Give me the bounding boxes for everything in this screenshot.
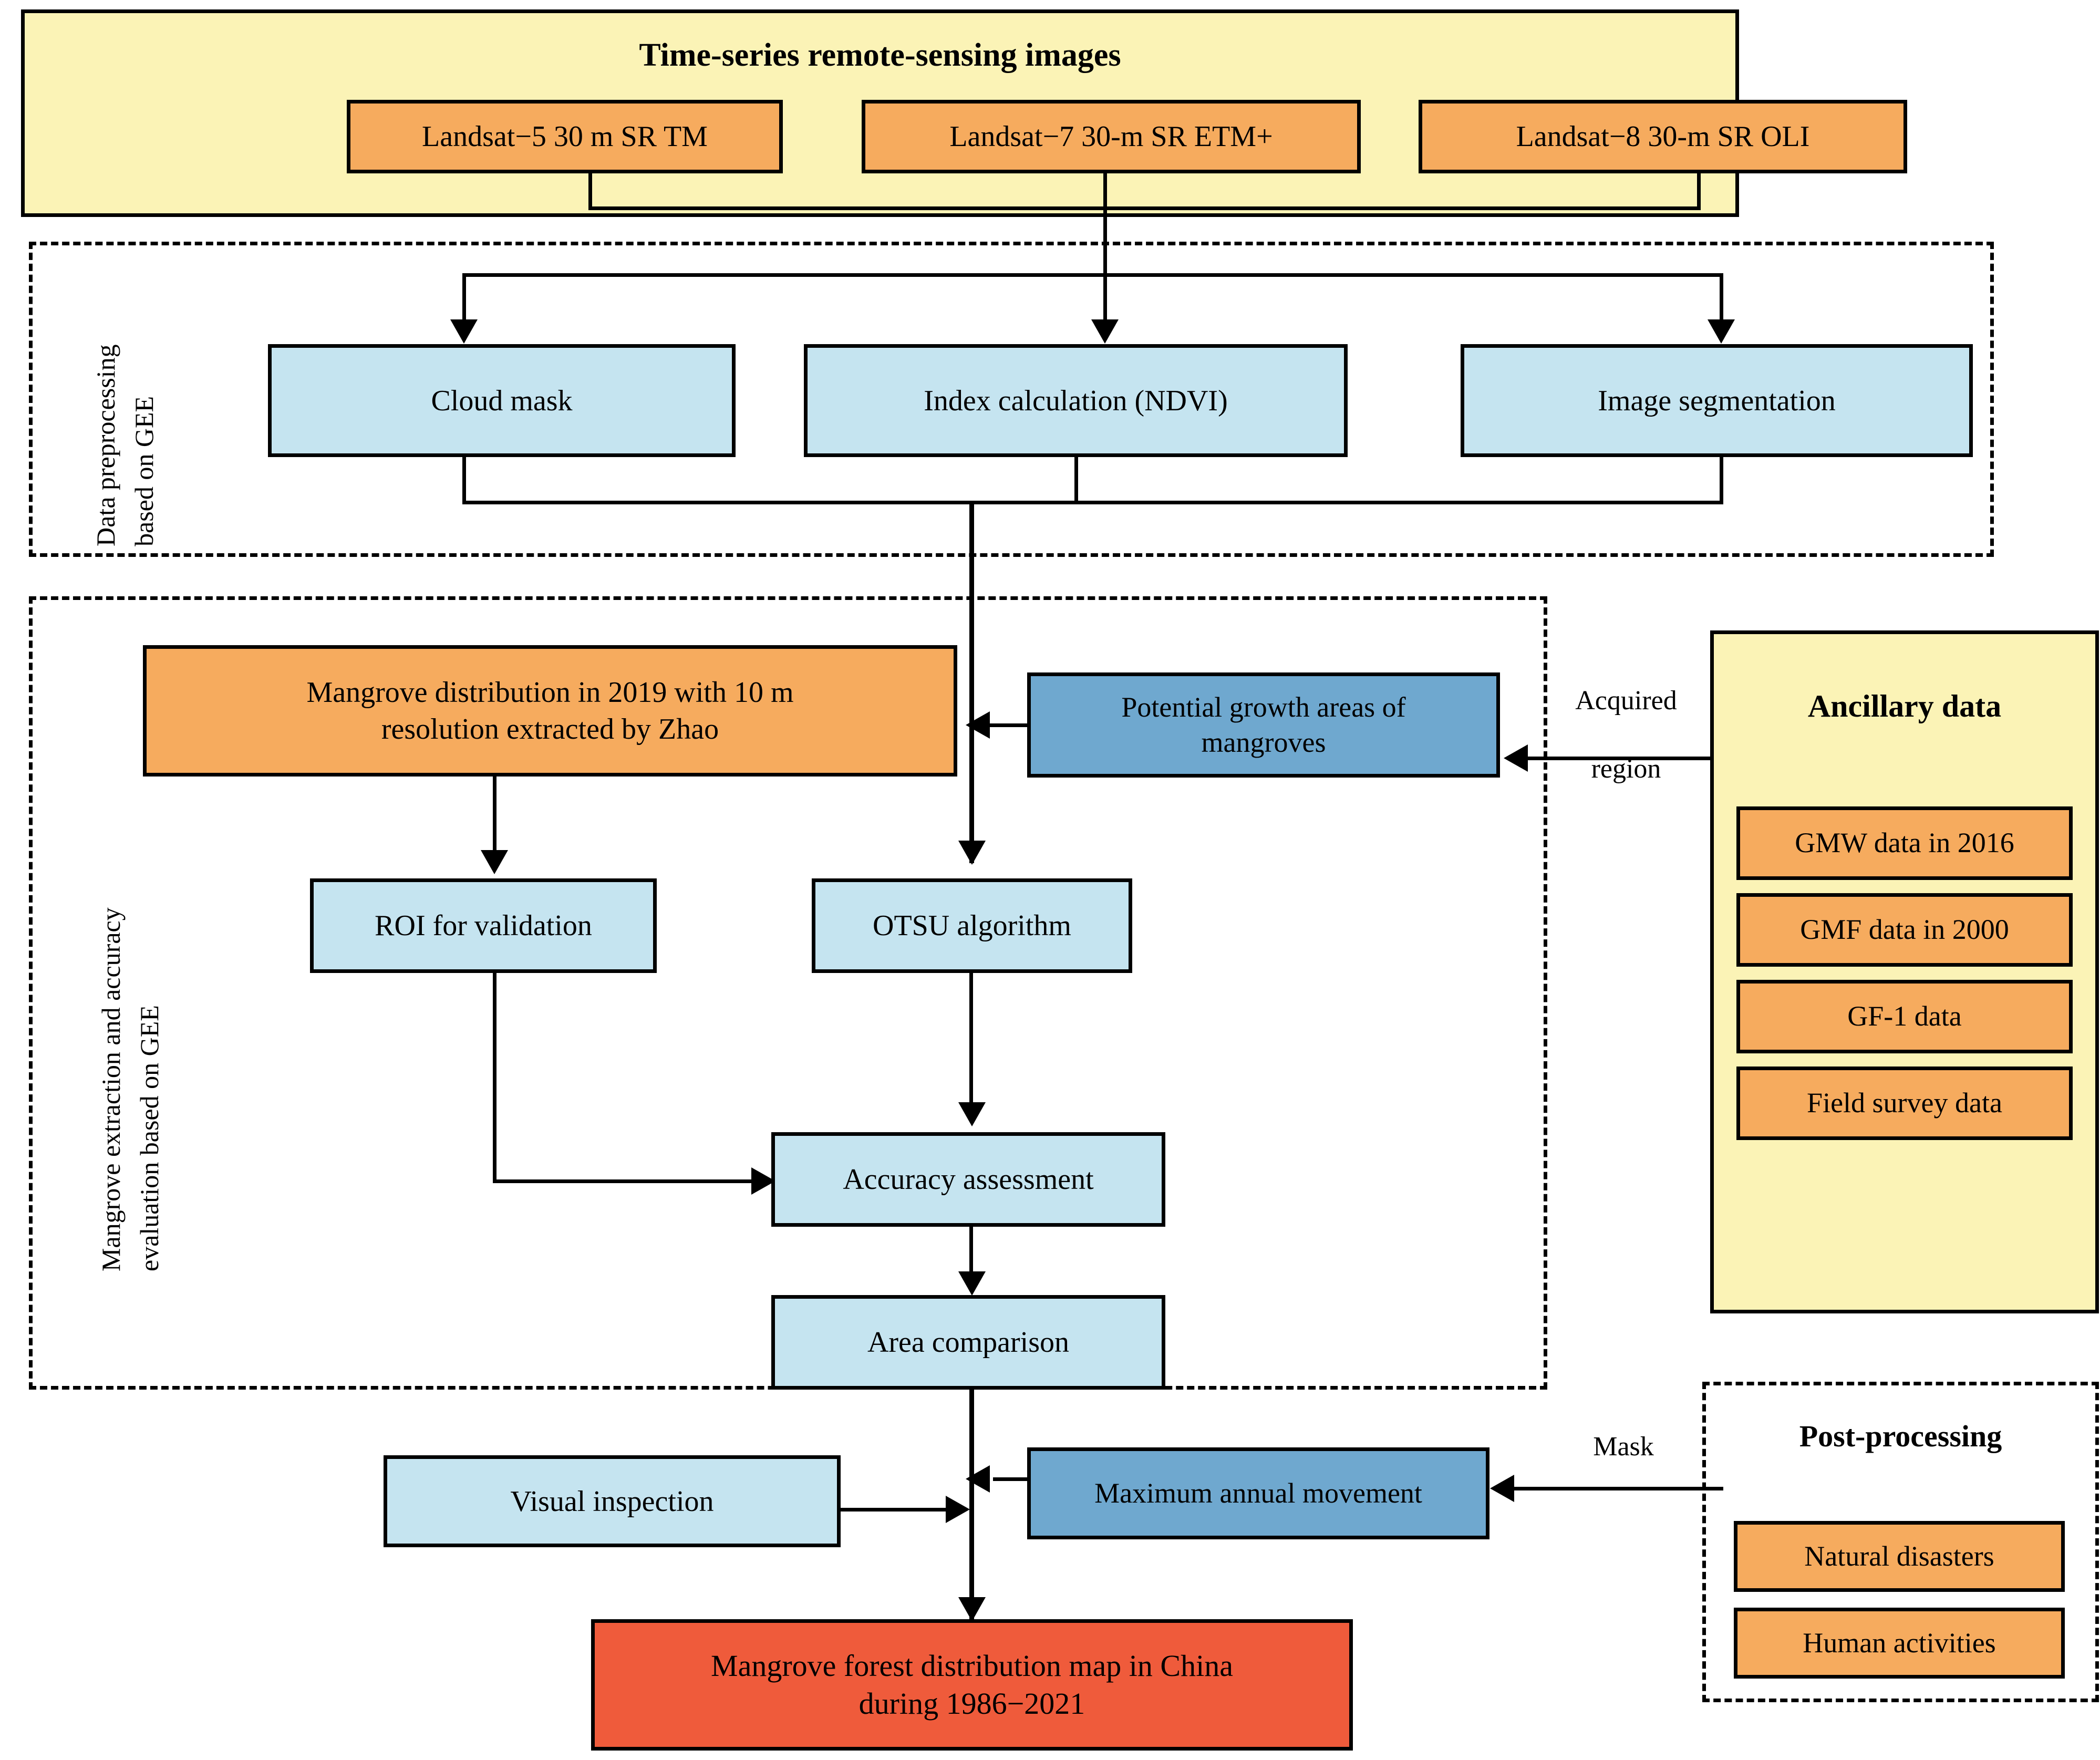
source-label: Landsat−7 30-m SR ETM+: [949, 120, 1273, 153]
preprocess-label: Image segmentation: [1598, 384, 1836, 417]
arrow-visual-to-trunk: [946, 1496, 970, 1523]
postprocessing-section: [1702, 1382, 2099, 1702]
result-box[interactable]: Mangrove forest distribution map in Chin…: [591, 1619, 1353, 1751]
ancillary-panel: [1710, 630, 2099, 1313]
arrow-to-area-comparison: [958, 1271, 986, 1296]
ancillary-item-label: Field survey data: [1807, 1087, 2002, 1119]
potential-growth-box[interactable]: Potential growth areas of mangroves: [1027, 672, 1500, 778]
connector-preprocess-fanout: [462, 273, 1723, 277]
edge-label-acquired-region: Acquired region: [1539, 683, 1713, 786]
preprocess-box-index-calculation[interactable]: Index calculation (NDVI): [804, 344, 1348, 457]
arrow-ancillary-to-potential: [1504, 744, 1528, 772]
extraction-section-label-line2: evaluation based on GEE: [135, 1005, 164, 1271]
max-annual-movement-box[interactable]: Maximum annual movement: [1027, 1447, 1489, 1539]
arrow-to-accuracy: [958, 1102, 986, 1126]
roi-label: ROI for validation: [375, 909, 592, 942]
arrow-to-image-seg: [1708, 319, 1735, 344]
area-comparison-box[interactable]: Area comparison: [771, 1295, 1165, 1390]
reference-line2: resolution extracted by Zhao: [381, 713, 719, 746]
result-line2: during 1986−2021: [858, 1686, 1085, 1721]
ancillary-item-gmw[interactable]: GMW data in 2016: [1736, 806, 2073, 880]
postprocessing-item-label: Natural disasters: [1804, 1540, 1994, 1572]
source-label: Landsat−8 30-m SR OLI: [1516, 120, 1810, 153]
connector-roi-to-accuracy: [493, 1179, 756, 1183]
connector-segmentation-drop: [1720, 273, 1723, 323]
otsu-label: OTSU algorithm: [873, 909, 1071, 942]
postprocessing-item-natural-disasters[interactable]: Natural disasters: [1734, 1521, 2065, 1592]
source-box-landsat5[interactable]: Landsat−5 30 m SR TM: [347, 100, 783, 173]
connector-cloudmask-drop: [462, 273, 466, 323]
postprocessing-item-human-activities[interactable]: Human activities: [1734, 1608, 2065, 1679]
ancillary-item-label: GF-1 data: [1847, 1000, 1962, 1032]
ancillary-panel-title: Ancillary data: [1807, 689, 2002, 723]
connector-ancillary-to-potential: [1527, 757, 1737, 760]
arrow-to-cloud-mask: [450, 319, 478, 344]
ancillary-item-label: GMF data in 2000: [1800, 914, 2009, 946]
preprocessing-section: [29, 242, 1994, 557]
connector-visual-to-trunk: [838, 1508, 951, 1511]
connector-maxmovement-to-trunk: [993, 1477, 1030, 1481]
preprocess-box-cloud-mask[interactable]: Cloud mask: [268, 344, 736, 457]
input-panel-title: Time-series remote-sensing images: [639, 37, 1121, 73]
edge-label-line1: Acquired: [1575, 686, 1677, 716]
extraction-section-label-line1: Mangrove extraction and accuracy: [96, 907, 126, 1271]
source-box-landsat7[interactable]: Landsat−7 30-m SR ETM+: [862, 100, 1361, 173]
connector-roi-drop: [493, 973, 496, 1183]
connector-landsat8-stub: [1697, 173, 1701, 210]
area-label: Area comparison: [867, 1326, 1070, 1359]
connector-source-trunk: [1103, 173, 1107, 331]
edge-label-mask: Mask: [1593, 1432, 1654, 1462]
preprocessing-section-label-line1: Data preprocessing: [91, 344, 120, 546]
max-movement-label: Maximum annual movement: [1094, 1477, 1422, 1509]
reference-line1: Mangrove distribution in 2019 with 10 m: [306, 676, 794, 709]
ancillary-item-gmf[interactable]: GMF data in 2000: [1736, 893, 2073, 967]
roi-validation-box[interactable]: ROI for validation: [310, 878, 657, 973]
reference-distribution-box[interactable]: Mangrove distribution in 2019 with 10 m …: [143, 645, 957, 777]
preprocess-label: Cloud mask: [431, 384, 573, 417]
visual-inspection-label: Visual inspection: [510, 1485, 714, 1518]
arrow-potential-to-trunk: [966, 711, 990, 739]
preprocess-box-image-segmentation[interactable]: Image segmentation: [1461, 344, 1973, 457]
postprocessing-item-label: Human activities: [1803, 1627, 1996, 1659]
source-label: Landsat−5 30 m SR TM: [422, 120, 708, 153]
connector-main-trunk-upper: [969, 501, 974, 863]
otsu-algorithm-box[interactable]: OTSU algorithm: [812, 878, 1132, 973]
accuracy-label: Accuracy assessment: [843, 1163, 1094, 1196]
connector-main-trunk-lower: [969, 1390, 974, 1621]
arrow-to-result: [958, 1597, 986, 1621]
ancillary-item-label: GMW data in 2016: [1795, 827, 2014, 859]
arrow-to-otsu: [958, 841, 986, 865]
arrow-to-index-calc: [1091, 319, 1119, 344]
potential-line2: mangroves: [1201, 727, 1326, 758]
connector-indexcalc-out: [1074, 457, 1078, 504]
arrow-to-roi: [481, 850, 508, 874]
connector-landsat5-stub: [588, 173, 592, 210]
source-box-landsat8[interactable]: Landsat−8 30-m SR OLI: [1419, 100, 1907, 173]
preprocess-label: Index calculation (NDVI): [924, 384, 1228, 417]
potential-line1: Potential growth areas of: [1121, 691, 1406, 723]
ancillary-item-gf1[interactable]: GF-1 data: [1736, 980, 2073, 1053]
connector-source-bus: [588, 206, 1701, 210]
connector-cloudmask-out: [462, 457, 466, 504]
connector-imageseg-out: [1720, 457, 1723, 504]
connector-postprocessing-to-maxmovement: [1513, 1487, 1723, 1490]
postprocessing-title: Post-processing: [1799, 1419, 2002, 1453]
connector-accuracy-to-area: [969, 1227, 973, 1285]
accuracy-assessment-box[interactable]: Accuracy assessment: [771, 1132, 1165, 1227]
visual-inspection-box[interactable]: Visual inspection: [384, 1455, 841, 1547]
connector-preprocess-collect: [462, 501, 1723, 504]
preprocessing-section-label-line2: based on GEE: [129, 396, 159, 546]
result-line1: Mangrove forest distribution map in Chin…: [711, 1648, 1233, 1683]
edge-label-line2: region: [1591, 753, 1661, 784]
connector-reference-to-roi: [493, 777, 496, 855]
ancillary-item-field-survey[interactable]: Field survey data: [1736, 1067, 2073, 1140]
connector-potential-to-trunk: [988, 723, 1030, 727]
arrow-maxmovement-to-trunk: [966, 1465, 990, 1493]
arrow-mask-to-maxmovement: [1490, 1475, 1514, 1502]
connector-otsu-to-accuracy: [969, 973, 973, 1107]
